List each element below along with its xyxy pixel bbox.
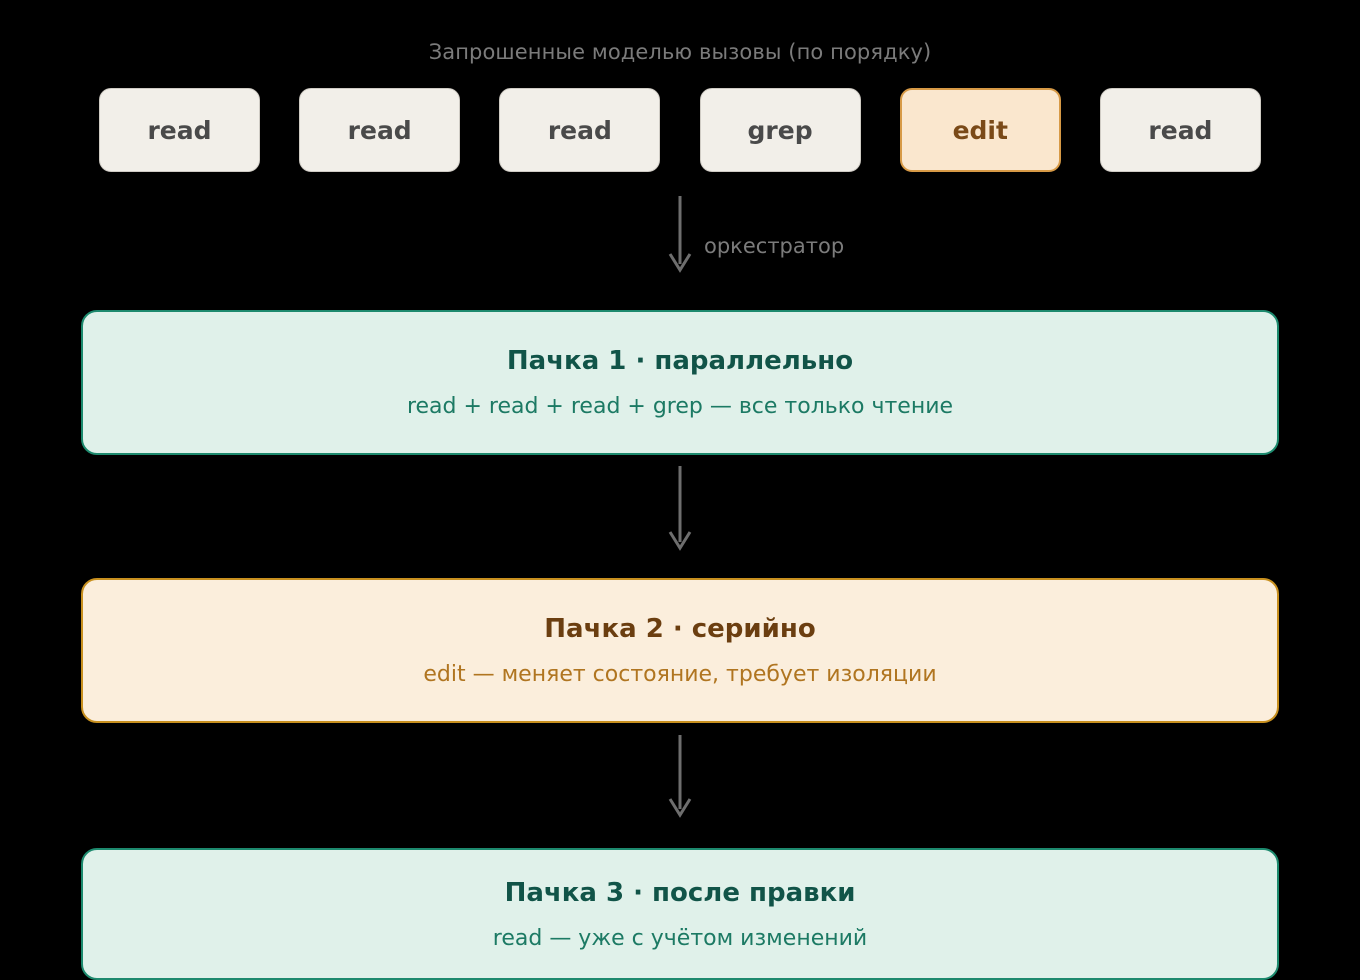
tool-call-chip-2[interactable]: read <box>299 88 461 172</box>
tool-call-label: edit <box>952 115 1008 145</box>
tool-call-chip-3[interactable]: read <box>499 88 661 172</box>
tool-call-chip-4[interactable]: grep <box>699 88 861 172</box>
batch-panel-2: Пачка 2 · серийно edit — меняет состояни… <box>81 578 1279 723</box>
batch-subtitle: read + read + read + grep — все только ч… <box>406 394 954 419</box>
batch-subtitle: read — уже с учётом изменений <box>492 925 868 951</box>
tool-call-label: read <box>347 115 412 145</box>
tool-call-label: grep <box>747 115 813 145</box>
batch-title: Пачка 2 · серийно <box>544 614 816 644</box>
tool-call-sequence: read read read grep edit read <box>99 88 1261 172</box>
tool-call-chip-1[interactable]: read <box>99 88 260 172</box>
batch-title: Пачка 3 · после правки <box>504 877 856 908</box>
tool-call-label: read <box>147 115 212 145</box>
arrow-down-icon-batch2-to-batch3 <box>664 735 696 821</box>
batch-panel-3: Пачка 3 · после правки read — уже с учёт… <box>81 848 1279 980</box>
tool-call-chip-5-edit[interactable]: edit <box>899 88 1061 172</box>
batch-title: Пачка 1 · параллельно <box>506 346 854 376</box>
tool-call-label: read <box>1148 115 1213 145</box>
batch-subtitle: edit — меняет состояние, требует изоляци… <box>423 662 937 687</box>
batch-panel-1: Пачка 1 · параллельно read + read + read… <box>81 310 1279 455</box>
tool-call-label: read <box>547 115 612 145</box>
arrow-down-icon-batch1-to-batch2 <box>664 466 696 554</box>
arrow-label-orchestrator: оркестратор <box>704 234 845 258</box>
page-title: Запрошенные моделью вызовы (по порядку) <box>428 40 932 64</box>
arrow-down-icon-orchestrator <box>664 196 696 278</box>
tool-call-chip-6[interactable]: read <box>1099 88 1261 172</box>
